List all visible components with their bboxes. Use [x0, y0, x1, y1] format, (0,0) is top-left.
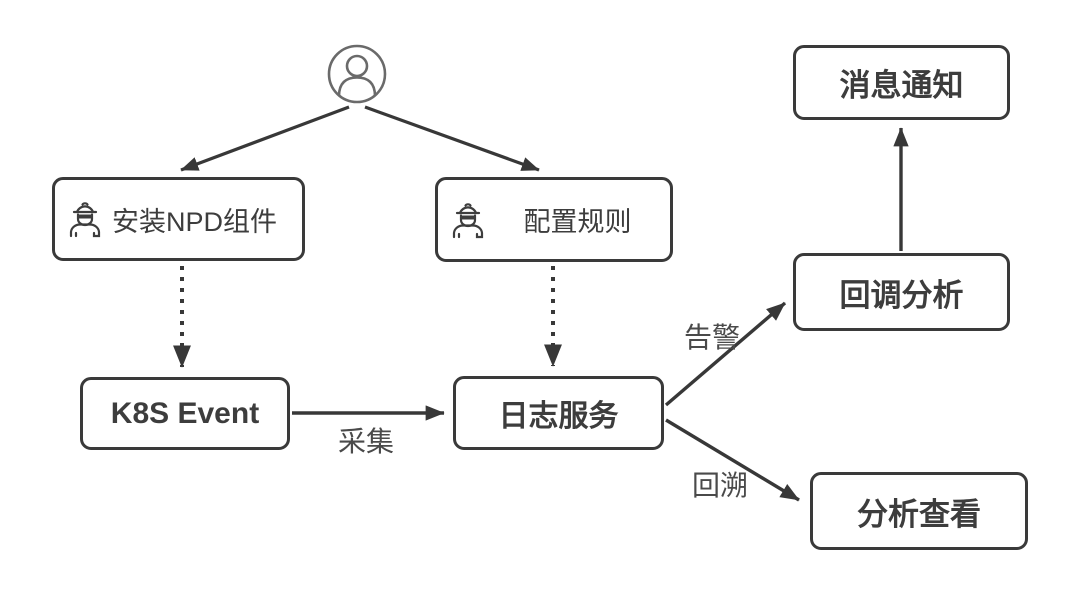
- node-config-rules: 配置规则: [435, 177, 673, 262]
- node-install-npd: 安装NPD组件: [52, 177, 305, 261]
- node-notification: 消息通知: [793, 45, 1010, 120]
- node-analysis-view-label: 分析查看: [857, 496, 981, 532]
- user-icon: [327, 44, 387, 104]
- edge-label-alert: 告警: [683, 322, 740, 353]
- node-callback-analysis-label: 回调分析: [839, 277, 964, 313]
- node-config-rules-label: 配置规则: [523, 207, 632, 237]
- edge-alert: [664, 301, 787, 407]
- edge-user-to-config: [364, 105, 540, 172]
- edge-label-trace: 回溯: [691, 470, 748, 501]
- worker-icon: [452, 202, 484, 238]
- node-log-service-label: 日志服务: [498, 400, 619, 433]
- worker-icon: [69, 202, 101, 238]
- node-analysis-view: 分析查看: [810, 472, 1028, 550]
- edge-user-to-install: [180, 105, 350, 172]
- node-callback-analysis: 回调分析: [793, 253, 1010, 331]
- user-node: [325, 43, 389, 107]
- edge-label-collect: 采集: [337, 426, 394, 457]
- node-k8s-event: K8S Event: [80, 377, 290, 450]
- edge-trace: [665, 418, 800, 502]
- node-log-service: 日志服务: [453, 376, 664, 450]
- node-k8s-event-label: K8S Event: [110, 396, 260, 430]
- node-notification-label: 消息通知: [839, 68, 964, 103]
- node-install-npd-label: 安装NPD组件: [112, 206, 278, 237]
